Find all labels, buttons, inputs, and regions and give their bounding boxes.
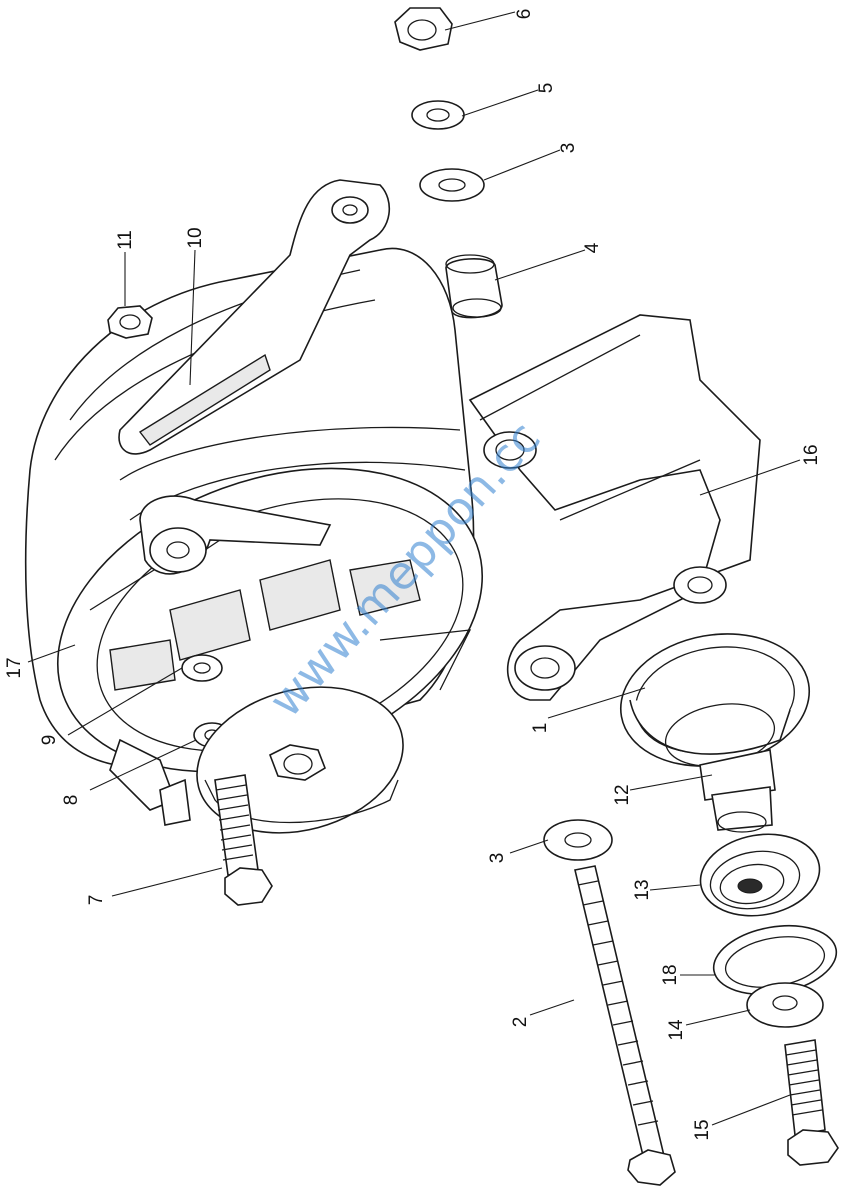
- callout-11: 11: [115, 230, 136, 250]
- callout-16: 16: [801, 444, 822, 465]
- callout-8: 8: [61, 795, 82, 806]
- callout-12: 12: [612, 784, 633, 805]
- nut-6: [394, 7, 453, 51]
- callout-13: 13: [632, 879, 653, 900]
- callout-17: 17: [4, 657, 25, 678]
- bearing-13: [699, 833, 821, 917]
- callout-3-lower: 3: [487, 853, 508, 864]
- callout-18: 18: [660, 964, 681, 985]
- callout-2: 2: [510, 1017, 531, 1028]
- callout-5: 5: [536, 83, 557, 94]
- bolt-7: [214, 774, 273, 906]
- callout-9: 9: [39, 735, 60, 746]
- spacer-12: [699, 749, 776, 833]
- adjusting-bracket: [118, 179, 391, 455]
- washer-3-upper: [419, 168, 485, 202]
- callout-3-upper: 3: [558, 143, 579, 154]
- washer-9: [181, 654, 223, 682]
- washer-3-lower: [543, 819, 613, 861]
- callout-10: 10: [185, 227, 206, 248]
- tensioner-pulley: [619, 633, 811, 767]
- callout-14: 14: [666, 1019, 687, 1041]
- alternator-housing: [24, 247, 484, 826]
- callout-1: 1: [530, 723, 551, 734]
- callout-7: 7: [86, 895, 107, 906]
- mounting-bracket: [468, 314, 761, 701]
- bolt-2: [574, 865, 676, 1186]
- nut-11: [107, 305, 153, 339]
- leader-lines: [27, 11, 801, 1126]
- callout-4: 4: [582, 242, 603, 253]
- sleeve-4: [445, 254, 503, 319]
- bolt-15: [784, 1039, 839, 1166]
- callout-6: 6: [514, 9, 535, 20]
- callout-labels: 6 5 3 4 11 10 16 17 1 9 8 12 3 7 13 18 2…: [4, 9, 822, 1141]
- callout-15: 15: [692, 1119, 713, 1140]
- washer-14: [746, 982, 824, 1028]
- washer-5: [411, 100, 465, 130]
